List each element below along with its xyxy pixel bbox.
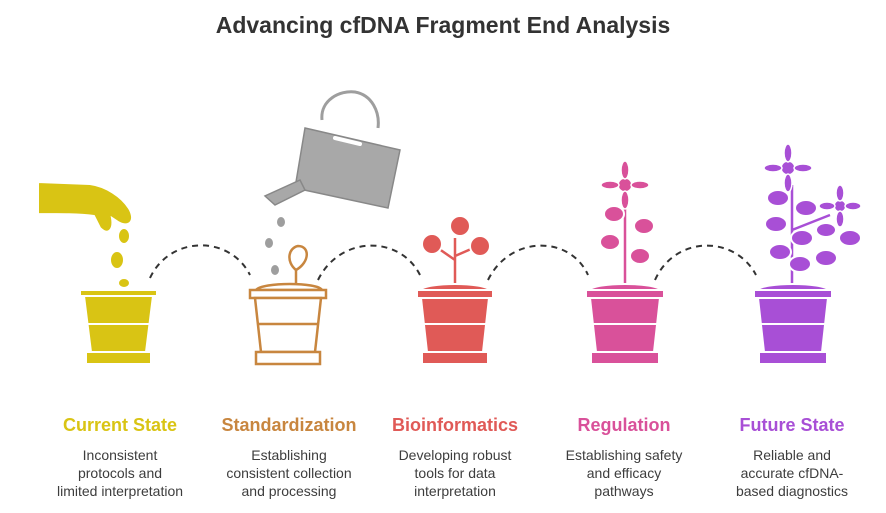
connector-arc: [654, 244, 757, 281]
description-line: Inconsistent: [82, 447, 158, 463]
water-drop-icon: [265, 217, 285, 275]
seedling-icon: [421, 215, 491, 286]
stage-description: Establishing safety and efficacy pathway…: [539, 446, 709, 500]
connector-arc: [317, 244, 421, 281]
seedling-pot-icon: [416, 283, 494, 365]
flower-icon: [600, 160, 650, 210]
stage-description: Developing robust tools for data interpr…: [370, 446, 540, 500]
seed-pot-icon: [79, 289, 158, 365]
description-line: accurate cfDNA-: [740, 465, 844, 481]
stage-future-state: Future State Reliable and accurate cfDNA…: [707, 412, 877, 500]
stage-label: Standardization: [221, 415, 357, 435]
flowering-plant-pot-icon: [585, 283, 665, 365]
description-line: Establishing safety: [565, 447, 683, 463]
description-line: based diagnostics: [735, 483, 849, 499]
description-line: Developing robust: [398, 447, 512, 463]
seed-icon: [109, 250, 131, 289]
description-line: interpretation: [414, 483, 496, 499]
stage-standardization: Standardization Establishing consistent …: [204, 412, 374, 500]
stage-label: Regulation: [577, 415, 671, 435]
description-line: Reliable and: [753, 447, 831, 463]
description-line: and processing: [241, 483, 337, 499]
flower-icon: [818, 184, 862, 228]
stage-label: Bioinformatics: [391, 415, 519, 435]
blooming-plant-pot-icon: [753, 283, 833, 365]
blooming-plant-icon: [763, 143, 862, 286]
stage-description: Reliable and accurate cfDNA- based diagn…: [707, 446, 877, 500]
watering-can-icon: [263, 90, 401, 209]
flower-icon: [763, 143, 813, 193]
hand-icon: [37, 180, 134, 245]
stage-regulation: Regulation Establishing safety and effic…: [539, 412, 709, 500]
stage-bioinformatics: Bioinformatics Developing robust tools f…: [370, 412, 540, 500]
description-line: and efficacy: [586, 465, 662, 481]
description-line: tools for data: [414, 465, 496, 481]
connector-arc: [149, 244, 251, 279]
description-line: pathways: [594, 483, 654, 499]
stage-label: Current State: [62, 415, 178, 435]
description-line: protocols and: [77, 465, 163, 481]
description-line: consistent collection: [226, 465, 352, 481]
stage-description: Inconsistent protocols and limited inter…: [35, 446, 205, 500]
stage-current-state: Current State Inconsistent protocols and…: [35, 412, 205, 500]
sprout-icon: [288, 244, 308, 286]
stage-label: Future State: [739, 415, 845, 435]
description-line: Establishing: [251, 447, 327, 463]
diagram-title: Advancing cfDNA Fragment End Analysis: [215, 12, 671, 38]
connector-arc: [487, 244, 589, 281]
sprout-pot-icon: [248, 282, 328, 366]
description-line: limited interpretation: [56, 483, 184, 499]
stage-description: Establishing consistent collection and p…: [204, 446, 374, 500]
flowering-plant-icon: [599, 160, 655, 286]
